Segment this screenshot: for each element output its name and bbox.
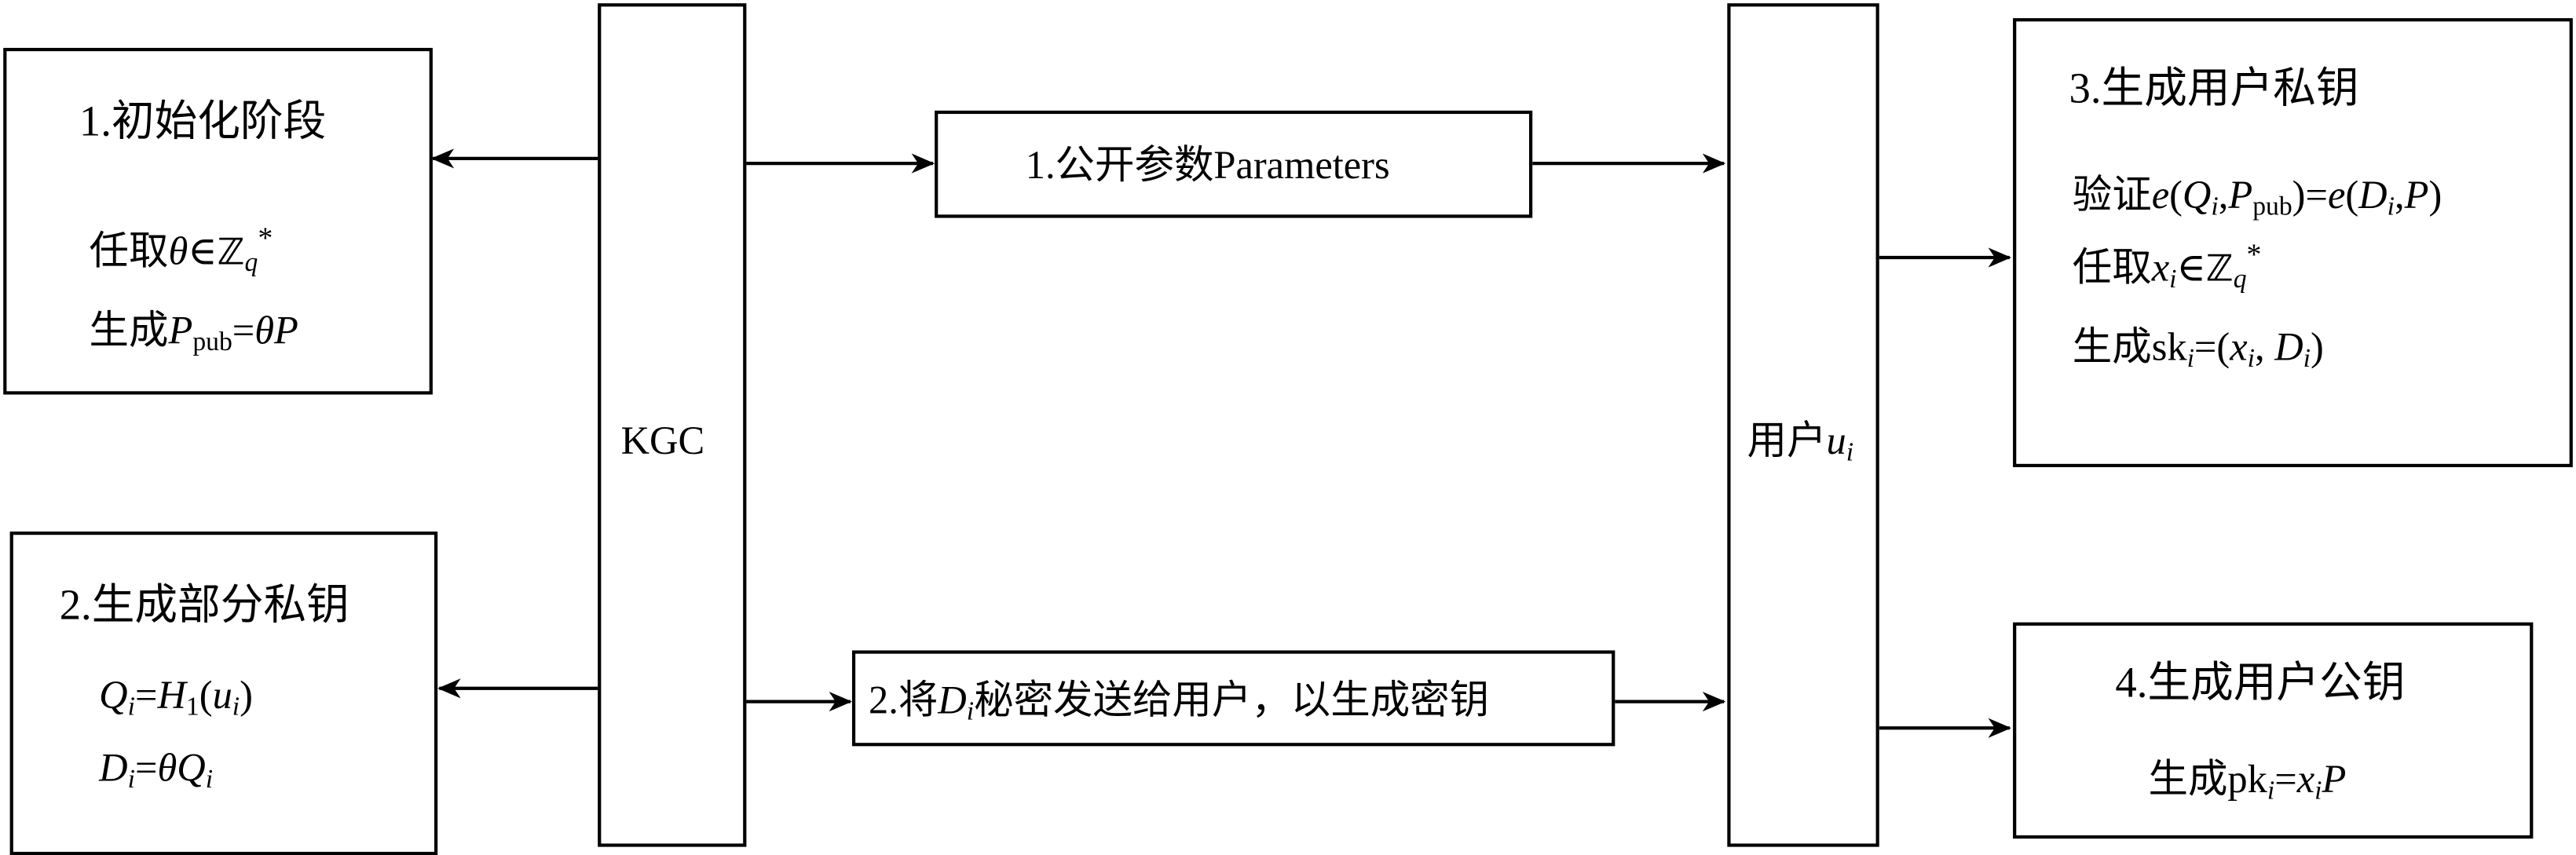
- user-public-key-box: 4.生成用户公钥 生成pki=xiP: [2013, 622, 2534, 839]
- send-secret-box: 2.将Di秘密发送给用户，以生成密钥: [851, 650, 1615, 747]
- partial-key-box: 2.生成部分私钥 Qi=H1(ui) Di=θQi: [9, 532, 438, 855]
- init-phase-title: 1.初始化阶段: [79, 97, 327, 146]
- partial-key-title: 2.生成部分私钥: [59, 581, 349, 630]
- user-box: 用户ui: [1727, 3, 1879, 847]
- partial-key-line-1: Qi=H1(ui): [99, 674, 253, 722]
- choose-x-line: 任取xi∈ℤq*: [2072, 238, 2262, 294]
- user-private-key-title: 3.生成用户私钥: [2069, 64, 2359, 112]
- kgc-box: KGC: [598, 3, 747, 847]
- public-params-box: 1.公开参数Parameters: [935, 110, 1533, 218]
- generate-pk-line: 生成pki=xiP: [2148, 759, 2347, 806]
- partial-key-line-2: Di=θQi: [99, 747, 214, 795]
- init-phase-line-1: 任取θ∈ℤq*: [89, 221, 273, 278]
- verify-line: 验证e(Qi,Ppub)=e(Di,P): [2072, 174, 2442, 221]
- init-phase-line-2: 生成Ppub=θP: [89, 310, 298, 357]
- user-label: 用户ui: [1747, 421, 1854, 468]
- send-secret-label: 2.将Di秘密发送给用户，以生成密钥: [868, 680, 1490, 727]
- user-private-key-box: 3.生成用户私钥 验证e(Qi,Ppub)=e(Di,P) 任取xi∈ℤq* 生…: [2013, 18, 2573, 468]
- kgc-label: KGC: [620, 421, 705, 464]
- init-phase-box: 1.初始化阶段 任取θ∈ℤq* 生成Ppub=θP: [3, 47, 433, 395]
- public-params-label: 1.公开参数Parameters: [1025, 145, 1390, 188]
- generate-sk-line: 生成ski=(xi, Di): [2072, 327, 2324, 374]
- user-public-key-title: 4.生成用户公钥: [2115, 658, 2406, 707]
